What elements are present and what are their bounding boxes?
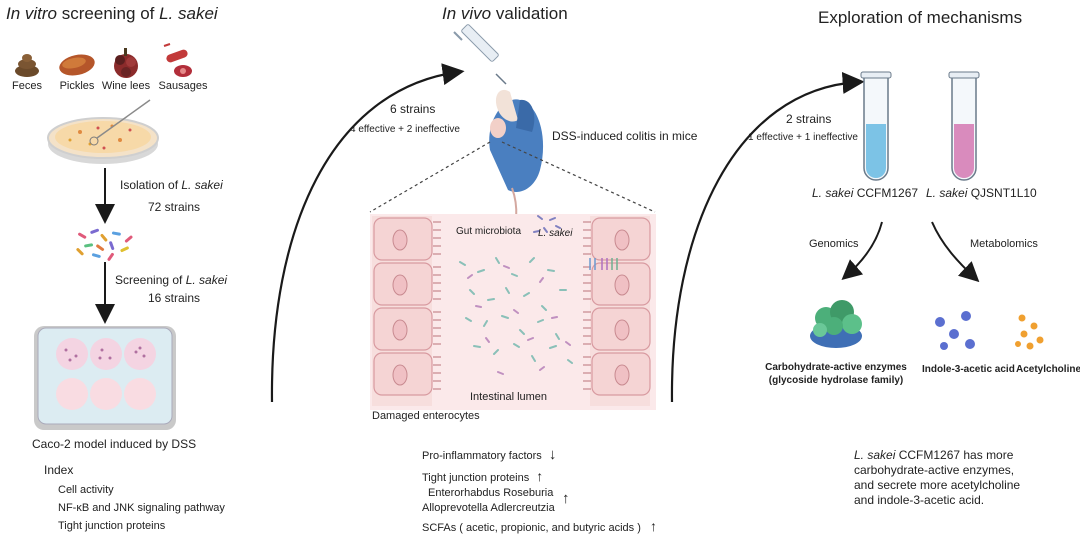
result-tight-junction: Tight junction proteins ↑ <box>422 468 543 484</box>
syringe-icon <box>453 24 507 85</box>
screening-species: L. sakei <box>185 273 228 287</box>
enzymes-label-line2: (glycoside hydrolase family) <box>768 375 904 386</box>
isolation-species: L. sakei <box>181 178 223 192</box>
index-item-tight-junction: Tight junction proteins <box>58 520 166 532</box>
result-genera-line2: Alloprevotella Adlercreutzia <box>422 502 555 514</box>
dss-colitis-label: DSS-induced colitis in mice <box>552 129 698 143</box>
down-arrow-icon: ↓ <box>548 446 557 463</box>
tube-qjsnt1l10-icon <box>948 71 980 181</box>
genomics-label: Genomics <box>809 238 859 250</box>
damaged-enterocytes-label: Damaged enterocytes <box>372 410 480 422</box>
title-validation: validation <box>491 4 568 23</box>
indole-molecules-icon <box>935 311 975 350</box>
result-tight-junction-text: Tight junction proteins <box>422 472 530 484</box>
result-scfas-text: SCFAs ( acetic, propionic, and butyric a… <box>422 522 641 534</box>
up-arrow-icon: ↑ <box>649 518 657 534</box>
indole-label: Indole-3-acetic acid <box>922 364 1015 375</box>
source-feces: Feces <box>12 80 42 92</box>
isolation-prefix: Isolation of <box>120 178 182 192</box>
middle-panel-title: In vivo validation <box>442 4 568 24</box>
right-strains: 2 strains <box>786 112 832 126</box>
screening-label: Screening of L. sakei <box>115 273 227 287</box>
wine-lees-icon <box>114 48 138 78</box>
index-item-nfkb-jnk: NF-κB and JNK signaling pathway <box>58 502 225 514</box>
conclusion-line3: and secrete more acetylcholine <box>854 478 1021 492</box>
up-arrow-icon: ↑ <box>536 468 544 484</box>
gut-microbiota-label: Gut microbiota <box>456 226 522 237</box>
middle-strains-detail: 4 effective + 2 ineffective <box>350 124 460 135</box>
right-panel-title: Exploration of mechanisms <box>818 8 1023 27</box>
enzymes-label-line1: Carbohydrate-active enzymes <box>765 362 907 373</box>
intestinal-lumen-label: Intestinal lumen <box>470 391 548 403</box>
intestine-illustration <box>370 214 656 410</box>
strain-ccfm1267-label: L. sakei CCFM1267 <box>812 186 918 200</box>
strain-a-species: L. sakei <box>812 186 854 200</box>
acetylcholine-label: Acetylcholine <box>1016 364 1080 375</box>
result-scfas: SCFAs ( acetic, propionic, and butyric a… <box>422 518 657 534</box>
source-pickles: Pickles <box>59 80 95 92</box>
zoom-line-right <box>501 141 656 213</box>
index-item-cell-activity: Cell activity <box>58 484 114 496</box>
pickles-icon <box>59 54 95 76</box>
strain-a-id: CCFM1267 <box>853 186 919 200</box>
petri-dish-icon <box>47 99 159 164</box>
strain-b-id: QJSNT1L10 <box>967 186 1037 200</box>
conclusion-text: L. sakei CCFM1267 has more carbohydrate-… <box>854 448 1020 508</box>
isolation-count: 72 strains <box>148 200 201 214</box>
title-in-vivo: In vivo <box>442 4 492 23</box>
enzyme-structure-icon <box>810 300 862 348</box>
lsakei-lumen-label: L. sakei <box>538 228 573 239</box>
zoom-line-left <box>369 141 491 213</box>
middle-strains: 6 strains <box>390 102 436 116</box>
strain-qjsnt1l10-label: L. sakei QJSNT1L10 <box>926 186 1037 200</box>
right-strains-detail: 1 effective + 1 ineffective <box>748 132 858 143</box>
source-sausages: Sausages <box>158 80 208 92</box>
metabolomics-arrow <box>931 221 980 283</box>
source-wine-lees: Wine lees <box>101 80 151 92</box>
title-species: L. sakei <box>159 4 218 23</box>
sausages-icon <box>163 43 192 77</box>
isolation-label: Isolation of L. sakei <box>120 178 223 192</box>
strain-b-species: L. sakei <box>926 186 968 200</box>
genomics-arrow <box>841 221 883 280</box>
conclusion-line4: and indole-3-acetic acid. <box>854 493 985 507</box>
conclusion-l1: CCFM1267 has more <box>895 448 1014 462</box>
conclusion-line1: L. sakei CCFM1267 has more <box>854 448 1020 463</box>
conclusion-species: L. sakei <box>854 448 896 462</box>
index-title: Index <box>44 463 74 477</box>
title-mid: screening of <box>57 4 160 23</box>
title-in-vitro: In vitro <box>6 4 58 23</box>
result-proinflammatory-text: Pro-inflammatory factors <box>422 450 542 462</box>
metabolomics-label: Metabolomics <box>970 238 1038 250</box>
conclusion-line2: carbohydrate-active enzymes, <box>854 463 1015 477</box>
to-in-vivo-arrow <box>270 63 465 403</box>
result-genera-line1: Enterorhabdus Roseburia <box>428 487 554 499</box>
result-proinflammatory: Pro-inflammatory factors ↓ <box>422 446 556 463</box>
screening-count: 16 strains <box>148 291 201 305</box>
well-plate-icon <box>34 326 176 430</box>
to-mechanisms-arrow <box>670 72 865 403</box>
feces-icon <box>15 54 39 77</box>
screening-prefix: Screening of <box>115 273 186 287</box>
acetylcholine-molecules-icon <box>1015 314 1044 350</box>
tube-ccfm1267-icon <box>860 71 892 181</box>
caco2-model-label: Caco-2 model induced by DSS <box>32 437 197 451</box>
bacteria-cluster-icon <box>76 228 133 261</box>
left-panel-title: In vitro screening of L. sakei <box>6 4 218 24</box>
mouse-hand-icon <box>489 89 544 241</box>
up-arrow-icon: ↑ <box>562 490 570 507</box>
